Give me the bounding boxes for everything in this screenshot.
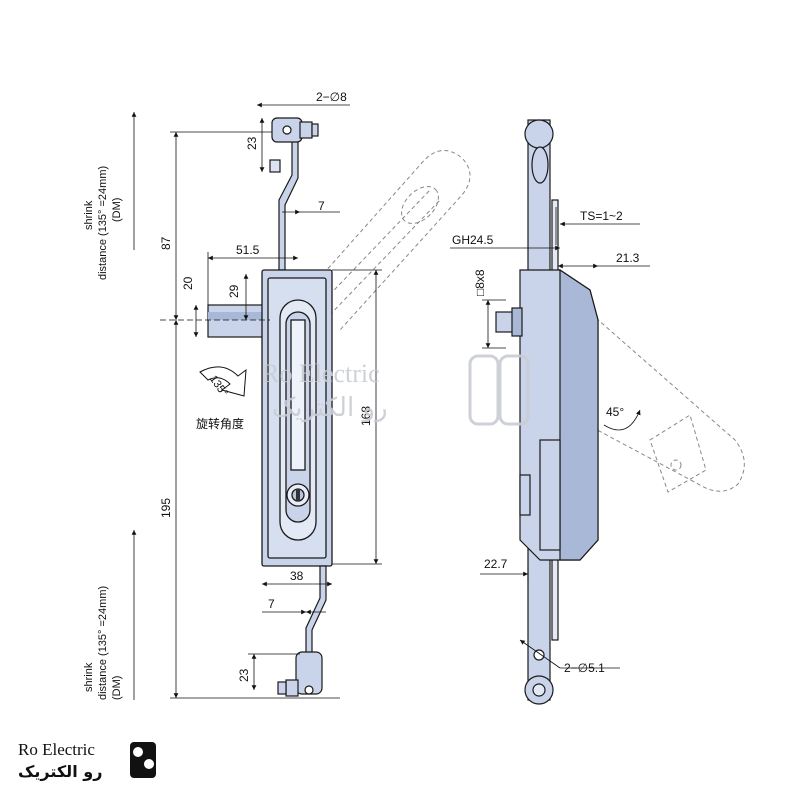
- svg-text:(DM): (DM): [111, 676, 123, 700]
- svg-text:shrink: shrink: [83, 662, 95, 692]
- lock-body-side: [495, 119, 599, 705]
- svg-text:distance (135° =24mm): distance (135° =24mm): [97, 586, 109, 700]
- bottom-rod: [277, 565, 327, 697]
- rotation-label: 旋转角度: [196, 416, 244, 431]
- dim-holes-bottom: 2−∅5.1: [564, 661, 605, 675]
- dim-195: 195: [159, 498, 173, 518]
- dim-22-7: 22.7: [484, 557, 508, 571]
- dimension-lines-side: [450, 207, 650, 669]
- shrink-text-top: shrink distance (135° =24mm) (DM): [83, 166, 123, 280]
- dim-87: 87: [159, 236, 173, 250]
- dim-7-top: 7: [318, 199, 325, 213]
- svg-text:distance (135° =24mm): distance (135° =24mm): [97, 166, 109, 280]
- dim-20: 20: [181, 276, 195, 290]
- bolt-front: [207, 304, 269, 338]
- dim-holes-top: 2−∅8: [316, 90, 347, 104]
- dim-square: □8x8: [473, 269, 487, 296]
- svg-text:(DM): (DM): [111, 198, 123, 222]
- dim-29: 29: [227, 284, 241, 298]
- top-rod: [269, 117, 319, 271]
- dim-gh: GH24.5: [452, 233, 494, 247]
- dim-ts: TS=1~2: [580, 209, 623, 223]
- svg-text:shrink: shrink: [83, 200, 95, 230]
- logo-icon: [130, 742, 156, 778]
- watermark: Ro Electric رو الکتریک: [262, 354, 530, 426]
- lock-body-front: [261, 269, 333, 567]
- ghost-handle-front: [299, 150, 471, 331]
- dim-23-bottom: 23: [237, 668, 251, 682]
- dim-23-top: 23: [245, 136, 259, 150]
- dim-7-bottom: 7: [268, 597, 275, 611]
- ghost-handle-side: [559, 317, 745, 493]
- dim-21-3: 21.3: [616, 251, 640, 265]
- shrink-text-bottom: shrink distance (135° =24mm) (DM): [83, 586, 123, 700]
- dim-38: 38: [290, 569, 304, 583]
- logo-text-en: Ro Electric: [18, 740, 95, 759]
- dim-168: 168: [359, 406, 373, 426]
- logo-text-fa: رو الکتریک: [18, 762, 103, 781]
- dim-angle-45: 45°: [606, 405, 624, 419]
- dimension-lines-front: [131, 102, 382, 700]
- svg-text:رو الکتریک: رو الکتریک: [272, 393, 388, 423]
- dim-51-5: 51.5: [236, 243, 260, 257]
- rotation-arrow-icon: [199, 366, 247, 397]
- svg-text:Ro Electric: Ro Electric: [262, 359, 380, 388]
